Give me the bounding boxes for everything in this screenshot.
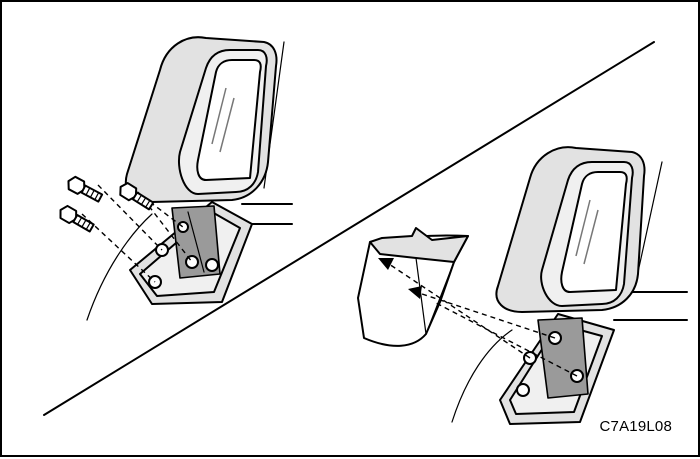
mirror-bolt: [67, 175, 104, 203]
mount-bolt-hole: [205, 258, 219, 272]
mirror-bolt: [59, 204, 95, 233]
arrowhead: [408, 286, 422, 299]
mount-bolt-hole: [185, 255, 199, 269]
mirror-mount-base: [499, 313, 615, 425]
mirror-cover-panel: [357, 227, 469, 347]
outside-mirror-step-2: [495, 146, 646, 313]
outside-mirror-step-1: [124, 36, 278, 203]
mirror-mount-base: [129, 201, 253, 305]
door-contour-line: [86, 213, 153, 321]
window-frame-line: [637, 161, 663, 273]
step-2-panel: [357, 146, 688, 425]
figure-code-label: C7A19L08: [599, 418, 672, 435]
step-1-panel: [59, 36, 293, 321]
door-contour-line: [451, 329, 513, 423]
step-divider-line: [43, 41, 655, 416]
bolt-alignment-lines: [81, 184, 193, 283]
mount-bolt-hole: [516, 383, 530, 397]
arrowhead: [378, 258, 394, 270]
mirror-bolt: [119, 182, 155, 211]
mirror-glass: [560, 171, 628, 293]
removal-direction-arrows: [378, 258, 578, 377]
